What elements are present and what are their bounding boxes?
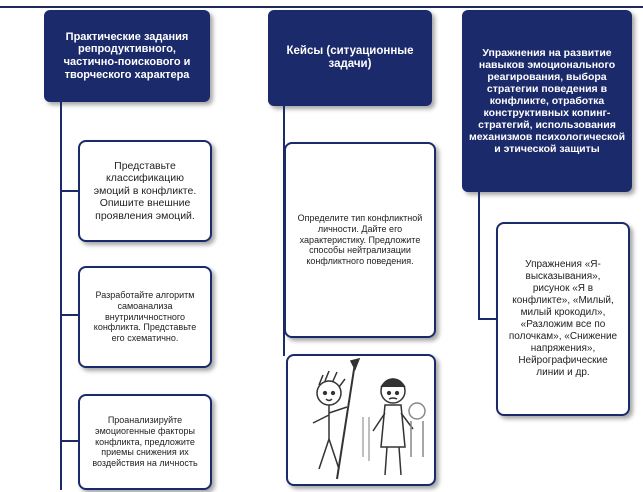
column3-branch: [478, 318, 496, 320]
column2-card-text: Определите тип конфликтной личности. Дай…: [297, 213, 423, 267]
column1-card-3-text: Проанализируйте эмоциогенные факторы кон…: [92, 415, 198, 469]
cartoon-illustration: [312, 357, 426, 480]
column1-header: Практические задания репродуктивного, ча…: [44, 10, 210, 102]
column2-card: Определите тип конфликтной личности. Дай…: [284, 142, 436, 338]
column1-card-1: Представьте классификацию эмоций в конфл…: [78, 140, 212, 242]
column1-connector: [60, 102, 62, 490]
column2-header: Кейсы (ситуационные задачи): [268, 10, 432, 106]
column1-branch-2: [60, 314, 78, 316]
column1-card-1-text: Представьте классификацию эмоций в конфл…: [93, 159, 197, 222]
column3-header: Упражнения на развитие навыков эмоционал…: [462, 10, 632, 192]
column3-card: Упражнения «Я-высказывания», рисунок «Я …: [496, 222, 630, 416]
column2-header-text: Кейсы (ситуационные задачи): [286, 44, 414, 70]
cartoon-image-frame: [286, 354, 436, 486]
column1-card-2-text: Разработайте алгоритм самоанализа внутри…: [93, 290, 197, 344]
column1-card-2: Разработайте алгоритм самоанализа внутри…: [78, 266, 212, 368]
cartoon-figure-right: [362, 378, 426, 476]
column3-card-text: Упражнения «Я-высказывания», рисунок «Я …: [508, 259, 618, 378]
cartoon-figure-left: [312, 357, 361, 480]
column3-connector: [478, 192, 480, 320]
column3-header-text: Упражнения на развитие навыков эмоционал…: [468, 46, 626, 156]
column1-card-3: Проанализируйте эмоциогенные факторы кон…: [78, 394, 212, 490]
column1-branch-1: [60, 190, 78, 192]
column1-header-text: Практические задания репродуктивного, ча…: [63, 30, 191, 81]
top-rule: [0, 6, 643, 8]
column1-branch-3: [60, 440, 78, 442]
